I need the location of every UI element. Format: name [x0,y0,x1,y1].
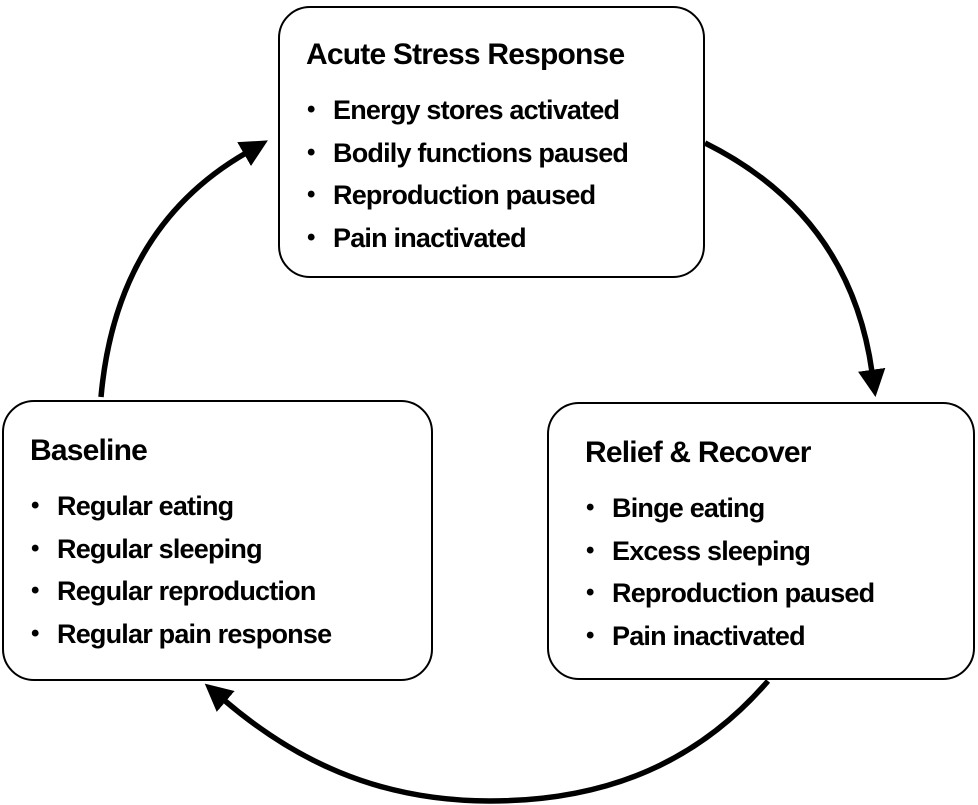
node-title: Acute Stress Response [306,38,625,71]
bullet-item: Reproduction paused [585,572,953,615]
node-title: Relief & Recover [585,436,811,469]
node-bullet-list: Energy stores activatedBodily functions … [306,89,683,259]
node-bullet-list: Regular eatingRegular sleepingRegular re… [30,485,411,655]
bullet-item: Reproduction paused [306,174,683,217]
node-bullet-list: Binge eatingExcess sleepingReproduction … [585,487,953,657]
node-title: Baseline [30,434,148,467]
bullet-item: Pain inactivated [306,217,683,260]
node-baseline: Baseline Regular eatingRegular sleepingR… [2,400,433,681]
bullet-item: Regular eating [30,485,411,528]
bullet-item: Regular pain response [30,613,411,656]
arrow-relief-to-baseline-icon [204,679,771,804]
arrow-acute-to-relief-icon [703,140,886,398]
bullet-item: Excess sleeping [585,530,953,573]
bullet-item: Binge eating [585,487,953,530]
arrow-baseline-to-acute-icon [98,140,268,398]
bullet-item: Bodily functions paused [306,132,683,175]
bullet-item: Regular sleeping [30,528,411,571]
bullet-item: Pain inactivated [585,615,953,658]
bullet-item: Regular reproduction [30,570,411,613]
node-acute-stress-response: Acute Stress Response Energy stores acti… [278,6,705,278]
bullet-item: Energy stores activated [306,89,683,132]
node-relief-and-recover: Relief & Recover Binge eatingExcess slee… [547,402,975,680]
